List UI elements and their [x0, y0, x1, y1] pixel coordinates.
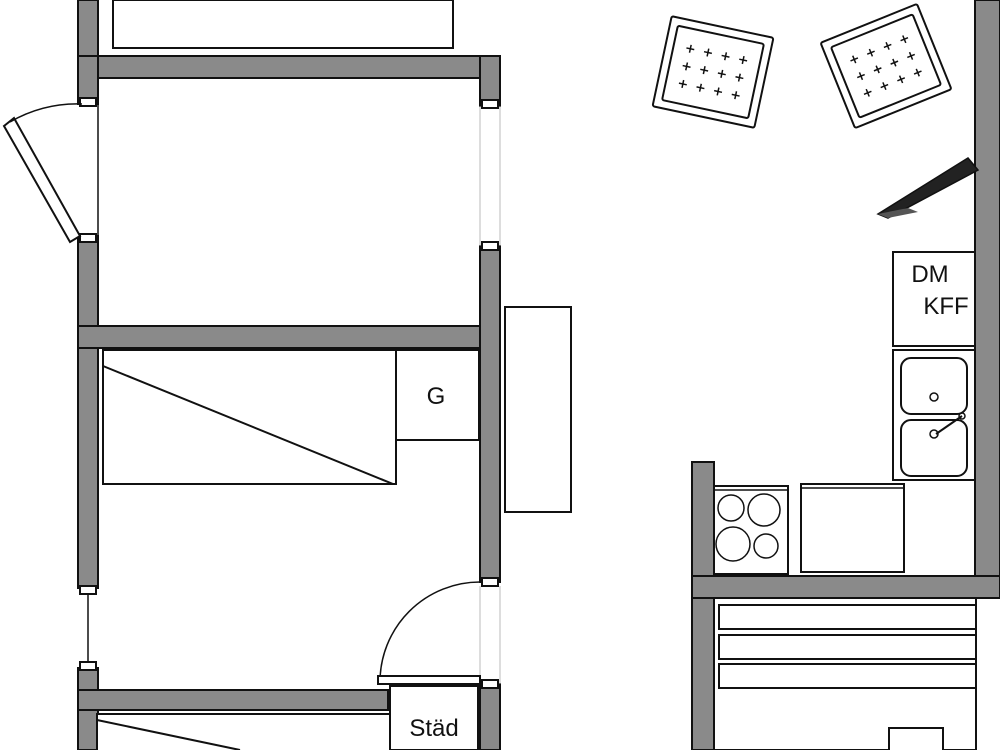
- wall-bottom-horizontal: [77, 689, 389, 711]
- wall-kitchen-right: [974, 0, 1000, 581]
- bedroom-door: [377, 577, 501, 689]
- kitchen-counter: [800, 483, 905, 573]
- stove-icon: [713, 485, 789, 575]
- bed-blanket-fold: [102, 365, 394, 485]
- wall-right-bottom: [479, 683, 501, 750]
- wall-kitchen-left: [691, 461, 715, 750]
- bed-frame: [102, 349, 397, 485]
- bedroom-door-leaf: [377, 675, 481, 685]
- cleaning-closet-box: [389, 685, 479, 750]
- wardrobe-label: G: [427, 383, 446, 410]
- bedroom-door-arc: [379, 581, 481, 683]
- bottom-room-furniture: [96, 713, 391, 750]
- wall-top-left-stub: [77, 0, 99, 59]
- dishwasher-label: DM: [911, 261, 948, 288]
- wall-top-horizontal: [77, 55, 501, 79]
- tv-icon: [876, 157, 980, 219]
- cushion-icon-2: [820, 3, 952, 129]
- wall-kitchen-horizontal: [691, 575, 1000, 599]
- wardrobe-box: [395, 349, 480, 441]
- fridge-freezer-label: KFF: [923, 293, 968, 320]
- door-swing-arc: [9, 103, 83, 123]
- top-room-fixture: [112, 0, 454, 49]
- wall-right-bedroom: [479, 245, 501, 583]
- door-leaf: [2, 116, 82, 244]
- wall-left-1: [77, 55, 99, 105]
- wall-middle-horizontal: [77, 325, 501, 349]
- bed: [102, 349, 397, 485]
- cushion-icon-1: [651, 15, 775, 129]
- appliance-box: [892, 251, 976, 347]
- sink-icon: [892, 349, 976, 481]
- wall-left-2: [77, 235, 99, 589]
- pantry-shelves: [713, 597, 977, 750]
- left-window: [79, 585, 97, 671]
- dishwasher-fridge-unit: DM KFF: [892, 251, 976, 347]
- cleaning-closet: Städ: [389, 685, 479, 750]
- wardrobe: G: [395, 349, 480, 441]
- entrance-door: [2, 97, 99, 244]
- cleaning-label: Städ: [409, 715, 458, 742]
- wall-top-right-stub: [479, 55, 501, 107]
- sideboard: [504, 306, 572, 513]
